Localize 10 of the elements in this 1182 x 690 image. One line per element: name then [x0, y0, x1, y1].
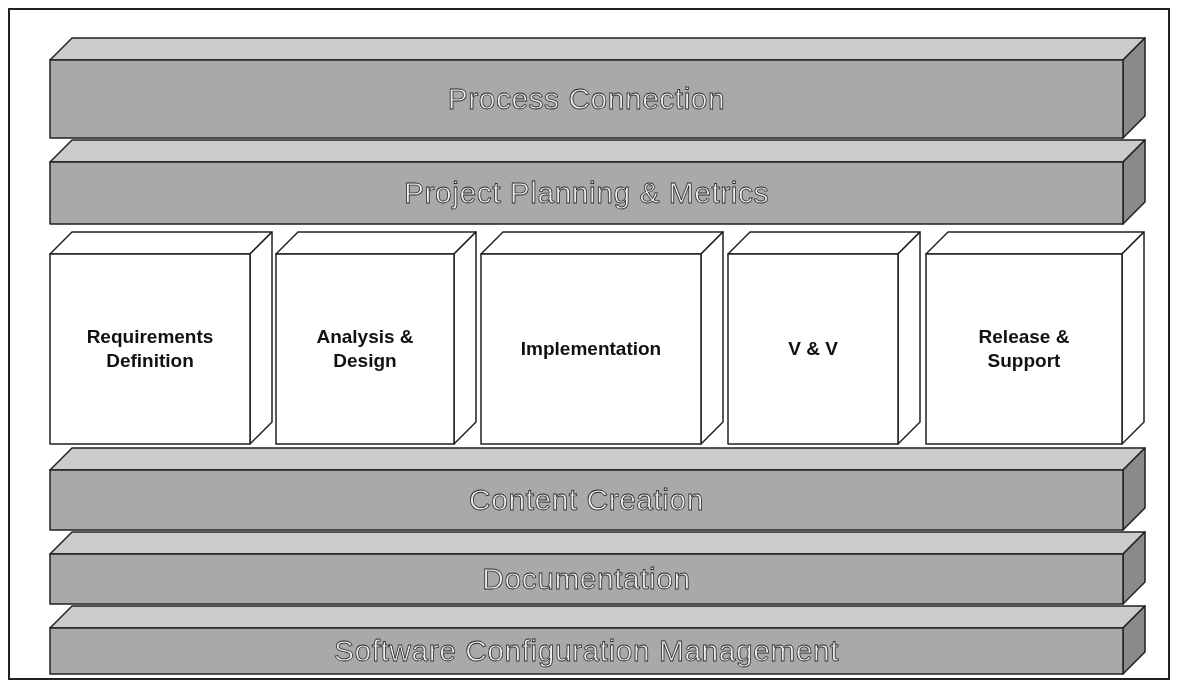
phase-label: V & V — [788, 337, 838, 361]
layer-label: Project Planning & Metrics — [404, 176, 769, 210]
layer-label: Content Creation — [469, 483, 704, 517]
phase-label: Requirements Definition — [85, 325, 215, 373]
layer-label: Software Configuration Management — [333, 634, 840, 668]
phase-label: Implementation — [520, 337, 662, 361]
phase-label: Release & Support — [977, 325, 1071, 373]
layer-label: Process Connection — [447, 82, 726, 116]
phase-label: Analysis & Design — [315, 325, 415, 373]
layer-label: Documentation — [482, 562, 691, 596]
